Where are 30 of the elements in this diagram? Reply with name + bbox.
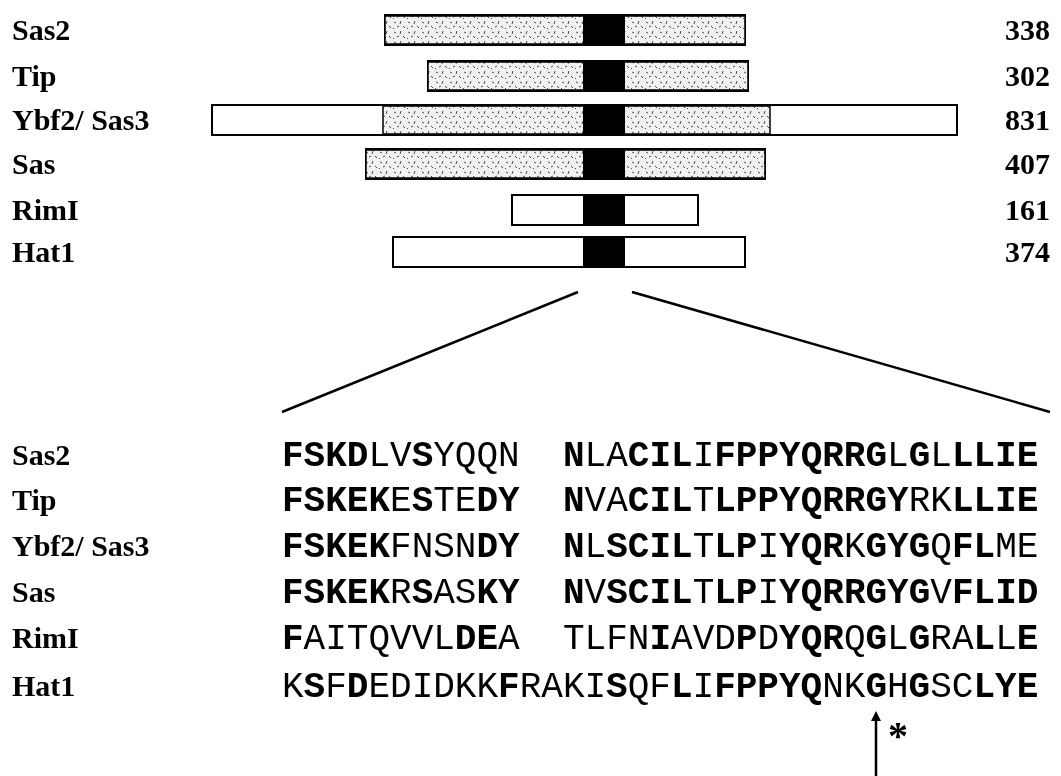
sequence-text: FSKEKFNSNDY bbox=[282, 529, 520, 567]
protein-name: Sas bbox=[12, 147, 56, 181]
protein-name: Hat1 bbox=[12, 235, 76, 269]
sequence-text: FSKDLVSYQQN bbox=[282, 438, 520, 476]
sequence-name: Tip bbox=[12, 483, 57, 517]
protein-name: Ybf2/ Sas3 bbox=[12, 103, 150, 137]
sequence-text: TLFNIAVDPDYQRQGLGRALLE bbox=[563, 621, 1039, 659]
protein-length: 831 bbox=[1005, 103, 1050, 137]
sequence-text: FSKEKESTEDY bbox=[282, 483, 520, 521]
sequence-text: KSFDEDIDKKFRAKISQFLIFPPYQNKGHGSCLYE bbox=[282, 669, 1039, 707]
protein-length: 161 bbox=[1005, 193, 1050, 227]
protein-length: 374 bbox=[1005, 235, 1050, 269]
sequence-text: NVACILTLPPYQRRGYRKLLIE bbox=[563, 483, 1039, 521]
sequence-name: Ybf2/ Sas3 bbox=[12, 529, 150, 563]
sequence-name: Sas bbox=[12, 575, 56, 609]
sequence-text: FAITQVVLDEA bbox=[282, 621, 520, 659]
protein-name: Tip bbox=[12, 59, 57, 93]
sequence-name: Hat1 bbox=[12, 669, 76, 703]
protein-length: 407 bbox=[1005, 147, 1050, 181]
asterisk: * bbox=[888, 719, 908, 753]
sequence-text: NVSCILTLPIYQRRGYGVFLID bbox=[563, 575, 1039, 613]
sequence-text: FSKEKRSASKY bbox=[282, 575, 520, 613]
protein-name: Sas2 bbox=[12, 13, 71, 47]
protein-length: 302 bbox=[1005, 59, 1050, 93]
protein-length: 338 bbox=[1005, 13, 1050, 47]
sequence-text: NLSCILTLPIYQRKGYGQFLME bbox=[563, 529, 1039, 567]
protein-name: RimI bbox=[12, 193, 79, 227]
sequence-text: NLACILIFPPYQRRGLGLLLIE bbox=[563, 438, 1039, 476]
sequence-name: RimI bbox=[12, 621, 79, 655]
sequence-name: Sas2 bbox=[12, 438, 71, 472]
